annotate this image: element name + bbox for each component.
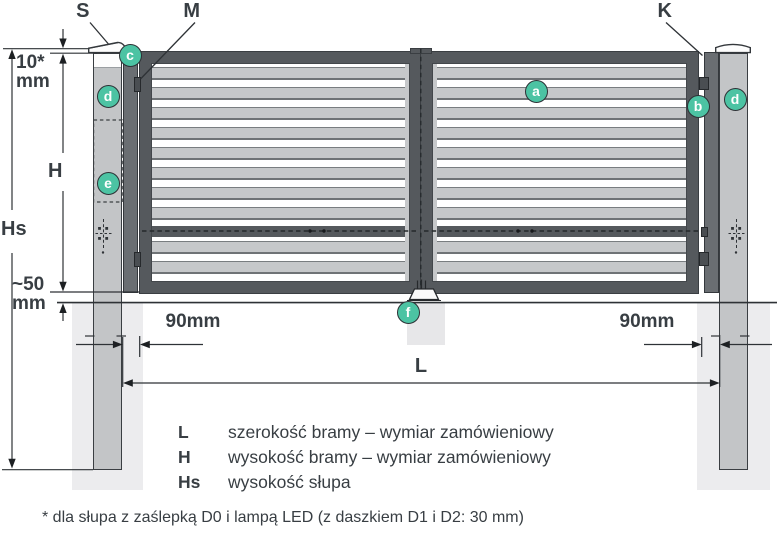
gate-slat — [151, 187, 410, 200]
gate-slat — [151, 147, 410, 160]
dim-top-offset-unit: mm — [16, 71, 50, 92]
hinge-top — [134, 77, 141, 92]
marker-a: a — [524, 79, 548, 103]
marker-f: f — [396, 300, 420, 324]
gate-slat — [432, 241, 687, 254]
legend-key-hs: Hs — [178, 472, 201, 492]
dim-top-offset: 10* mm — [16, 53, 50, 91]
gate-slat — [151, 107, 410, 120]
left-post — [93, 53, 122, 470]
legend-text-h: wysokość bramy – wymiar zamówieniowy — [228, 447, 551, 467]
marker-d-right: d — [723, 87, 747, 111]
hinge-bottom — [134, 252, 141, 267]
led-lamp-section — [94, 54, 121, 68]
crossbar-left — [140, 226, 421, 237]
gate-slat — [432, 107, 687, 120]
legend-row-hs: Hs wysokość słupa — [178, 470, 554, 495]
legend-text-l: szerokość bramy – wymiar zamówieniowy — [228, 422, 554, 442]
post-cap-right — [715, 43, 751, 54]
dim-bottom-gap: ~50 mm — [12, 275, 46, 313]
gate-slat — [432, 127, 687, 140]
gate-slat — [432, 147, 687, 160]
callout-m: M — [183, 0, 201, 22]
marker-e: e — [96, 171, 120, 195]
dim-bottom-gap-value: ~50 — [12, 274, 45, 295]
gate-slat — [151, 241, 410, 254]
marker-d-left: d — [96, 84, 120, 108]
dim-bottom-gap-unit: mm — [12, 293, 46, 314]
latch-bottom — [699, 252, 709, 266]
footnote: * dla słupa z zaślepką D0 i lampą LED (z… — [42, 509, 524, 526]
latch-top — [699, 77, 709, 90]
center-stile-top — [410, 48, 432, 54]
dim-post-height: Hs — [1, 218, 27, 240]
right-post — [719, 53, 748, 470]
legend-key-l: L — [178, 422, 189, 442]
legend-row-h: H wysokość bramy – wymiar zamówieniowy — [178, 445, 554, 470]
center-stile-shadow-right — [432, 63, 437, 282]
center-stile-shadow-left — [405, 63, 410, 282]
marker-b: b — [686, 94, 710, 118]
gate-slat — [151, 127, 410, 140]
dim-side-offset-right: 90mm — [619, 311, 675, 332]
dim-gate-width: L — [414, 355, 428, 377]
dim-side-offset-left: 90mm — [165, 311, 221, 332]
legend-row-l: L szerokość bramy – wymiar zamówieniowy — [178, 420, 554, 445]
legend: L szerokość bramy – wymiar zamówieniowy … — [178, 420, 554, 495]
gate-slat — [432, 167, 687, 180]
dim-gate-height: H — [48, 160, 63, 182]
marker-c: c — [118, 43, 142, 67]
crossbar-right — [421, 226, 698, 237]
gate-leaf-right — [420, 51, 699, 294]
gate-leaf-left — [139, 51, 422, 294]
gate-slat — [151, 261, 410, 274]
gate-slat — [151, 167, 410, 180]
gate-slat — [432, 207, 687, 220]
callout-s: S — [76, 0, 90, 22]
gate-slat — [151, 87, 410, 100]
gate-slat — [151, 207, 410, 220]
gate-slat — [432, 261, 687, 274]
legend-text-hs: wysokość słupa — [228, 472, 351, 492]
gate-slat — [151, 67, 410, 80]
gate-slat — [432, 187, 687, 200]
legend-key-h: H — [178, 447, 191, 467]
lock-keep — [701, 227, 708, 237]
gate-slat — [432, 67, 687, 80]
dim-top-offset-value: 10* — [16, 52, 45, 73]
gate-slat — [432, 87, 687, 100]
callout-k: K — [657, 0, 673, 22]
